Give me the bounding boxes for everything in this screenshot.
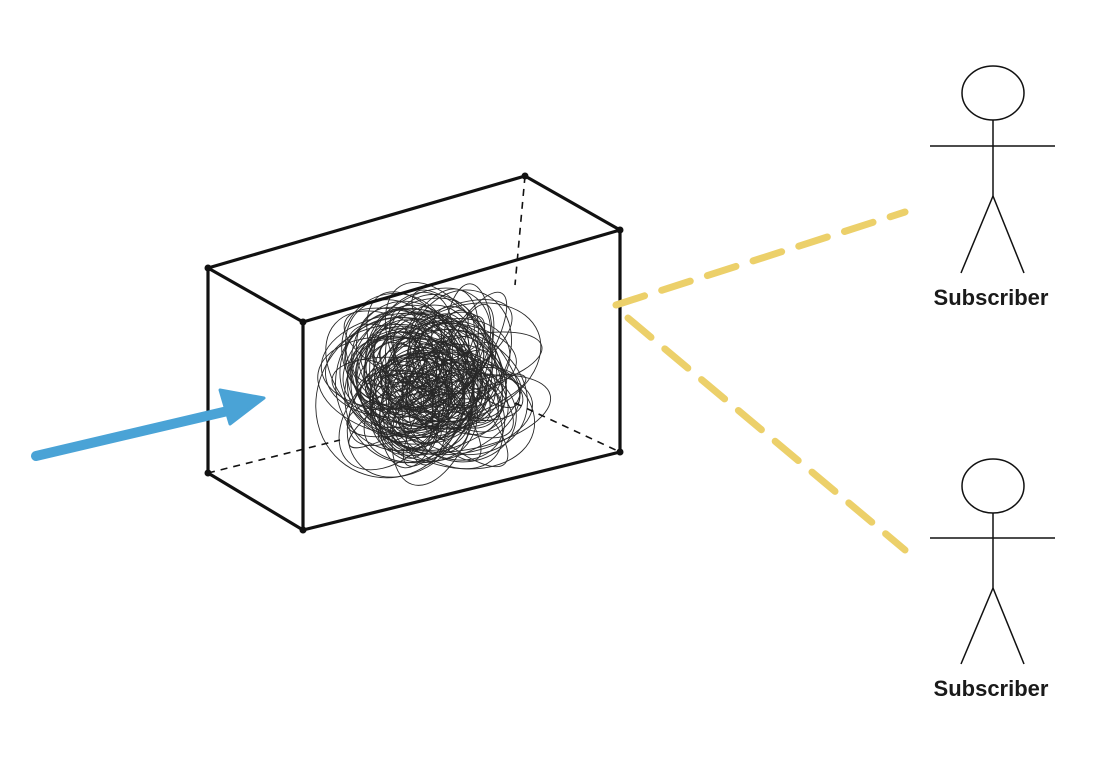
scribble-loop	[346, 385, 466, 438]
scribble-loop	[325, 310, 473, 451]
scribble-loop	[380, 329, 485, 408]
scribble-loop	[379, 318, 511, 413]
box-hidden-edge-bottom-left	[207, 439, 341, 474]
box-hidden-edge-bottom-right	[514, 402, 621, 453]
scribble-loop	[355, 313, 476, 438]
scribble-loop	[421, 351, 509, 433]
subscriber-2-label: Subscriber	[933, 676, 1049, 701]
scribble-loop	[350, 325, 447, 435]
subscriber-1-stick-figure-icon	[930, 65, 1055, 274]
scribble-loop	[385, 329, 528, 456]
scribble-loop	[342, 297, 475, 411]
scribble-loop	[408, 289, 512, 405]
scribble-ball	[315, 281, 552, 486]
scribble-loop	[363, 361, 521, 464]
scribble-loop	[366, 291, 475, 433]
scribble-loop	[364, 331, 426, 400]
box-vertices	[204, 172, 624, 534]
scribble-loop	[379, 390, 453, 443]
subscription-line-1	[612, 208, 909, 309]
scribble-loop	[385, 364, 440, 456]
scribble-loop	[417, 313, 470, 391]
scribble-loop	[406, 315, 486, 419]
scribble-loop	[379, 342, 509, 468]
scribble-loop	[409, 311, 460, 398]
input-arrow-icon	[31, 388, 266, 461]
subscription-line-2	[624, 314, 909, 554]
scribble-loop	[372, 319, 452, 409]
subscriber-1-label: Subscriber	[933, 285, 1049, 310]
box-hidden-edge-vertical	[514, 175, 526, 286]
scribble-loop	[346, 353, 464, 478]
box-hidden-edges	[207, 175, 621, 474]
subscriber-2-stick-figure-icon	[930, 458, 1055, 665]
scribble-loop	[401, 343, 450, 466]
subscription-lines	[612, 208, 909, 554]
scribble-loop	[373, 311, 443, 384]
scribble-loop	[384, 302, 542, 423]
scribble-loop	[389, 308, 438, 390]
scribble-loop	[356, 299, 513, 405]
box-top-face	[206, 174, 622, 324]
scribble-loop	[369, 351, 536, 470]
